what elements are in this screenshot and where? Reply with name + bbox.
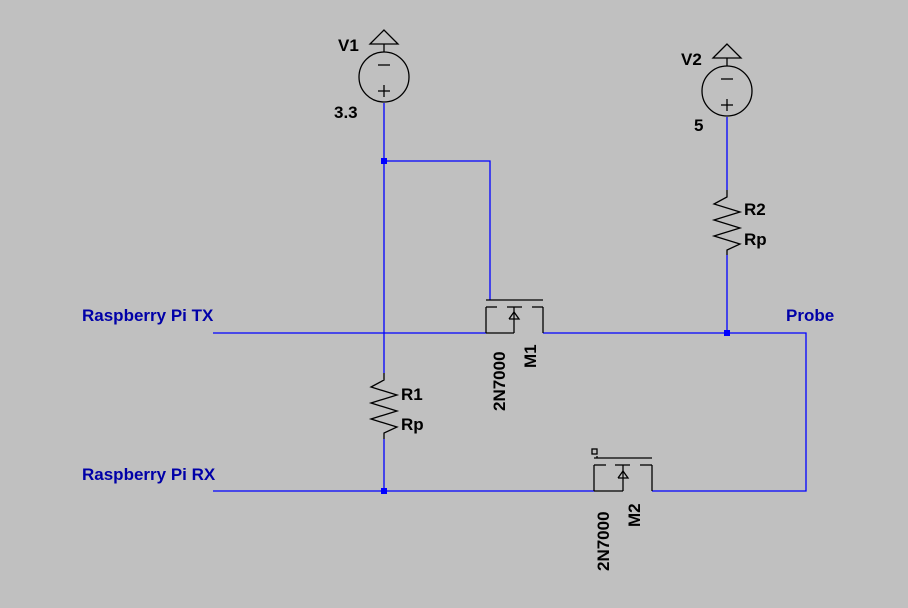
v2-name-label: V2	[681, 50, 702, 69]
voltage-source-v2[interactable]: V2 5	[681, 43, 753, 135]
mosfet-m1[interactable]: 2N7000 M1	[485, 299, 544, 411]
m1-model-label: 2N7000	[490, 351, 509, 411]
v1-value-label: 3.3	[334, 103, 358, 122]
body-arrow-icon	[617, 469, 630, 479]
r2-value-label: Rp	[744, 230, 767, 249]
resistor-zigzag-icon	[368, 373, 400, 439]
gate-pin-marker	[591, 448, 598, 455]
v2-value-label: 5	[694, 116, 703, 135]
source-circle	[358, 51, 410, 103]
r2-name-label: R2	[744, 200, 766, 219]
m1-name-label: M1	[521, 344, 540, 368]
junction-dot	[381, 488, 387, 494]
m2-model-label: 2N7000	[594, 511, 613, 571]
source-circle	[701, 65, 753, 117]
junction-dot	[381, 158, 387, 164]
net-label-probe: Probe	[786, 306, 834, 325]
junction-dot	[724, 330, 730, 336]
body-arrow-icon	[508, 310, 521, 320]
v1-name-label: V1	[338, 36, 359, 55]
net-label-rx: Raspberry Pi RX	[82, 465, 216, 484]
wires	[213, 103, 807, 492]
m2-name-label: M2	[625, 503, 644, 527]
ground-arrow-icon	[368, 29, 400, 45]
r1-value-label: Rp	[401, 415, 424, 434]
ground-arrow-icon	[711, 43, 743, 59]
net-label-tx: Raspberry Pi TX	[82, 306, 214, 325]
wire-v1-to-m1-gate	[384, 160, 491, 300]
wire-m1-to-probe	[543, 332, 807, 492]
resistor-zigzag-icon	[711, 190, 743, 255]
voltage-source-v1[interactable]: V1 3.3	[334, 29, 410, 122]
resistor-r2[interactable]: R2 Rp	[711, 190, 767, 255]
mosfet-m2[interactable]: 2N7000 M2	[591, 448, 653, 571]
resistor-r1[interactable]: R1 Rp	[368, 373, 424, 439]
r1-name-label: R1	[401, 385, 423, 404]
